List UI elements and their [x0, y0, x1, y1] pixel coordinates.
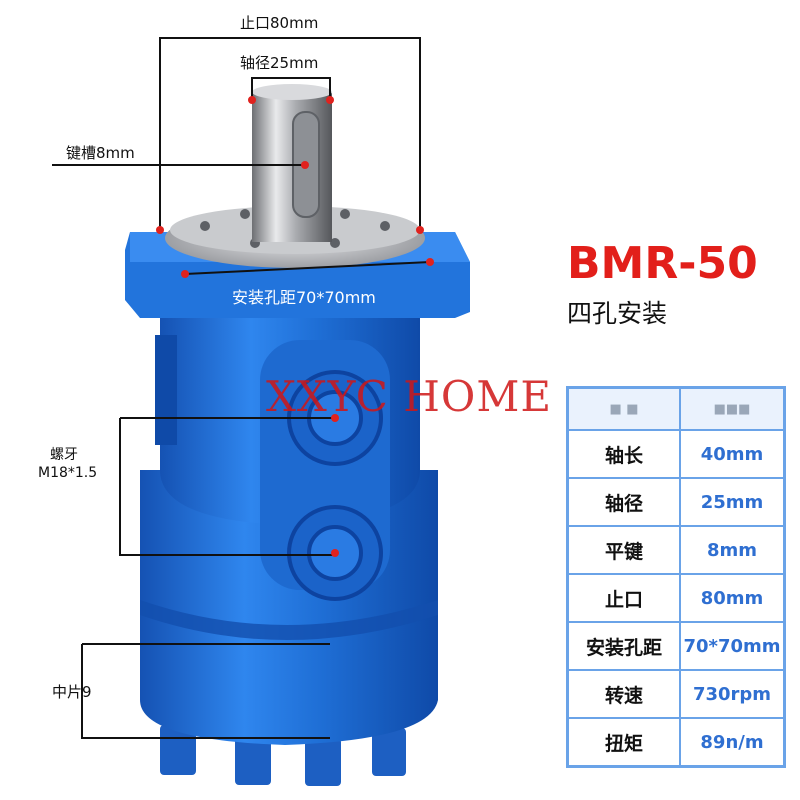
spec-key: 止口 [566, 573, 681, 623]
marker-dot [426, 258, 434, 266]
table-row: 止口 80mm [566, 573, 786, 623]
marker-dot [301, 161, 309, 169]
model-title: BMR-50 [567, 238, 758, 289]
table-row: 轴长 40mm [566, 429, 786, 479]
spec-key: 轴径 [566, 477, 681, 527]
spec-table: ■ ■ ■■■ 轴长 40mm 轴径 25mm 平键 8mm 止口 80mm 安… [566, 386, 786, 768]
spec-value: 70*70mm [679, 621, 786, 671]
dimension-lines [52, 37, 431, 739]
marker-dot [416, 226, 424, 234]
mount-holes-label: 安装孔距70*70mm [232, 288, 376, 307]
mounting-subtitle: 四孔安装 [567, 299, 668, 328]
marker-dot [331, 414, 339, 422]
thread-size-label: M18*1.5 [38, 465, 98, 481]
thread-label: 螺牙 [50, 447, 78, 463]
table-row: 扭矩 89n/m [566, 717, 786, 768]
spigot-label: 止口80mm [240, 14, 319, 32]
spec-value: 25mm [679, 477, 786, 527]
spec-value: 89n/m [679, 717, 786, 768]
spec-value: 8mm [679, 525, 786, 575]
spec-value: 730rpm [679, 669, 786, 719]
hydraulic-motor-image [52, 37, 470, 786]
middle-plate-label: 中片9 [52, 683, 92, 701]
spec-value: 40mm [679, 429, 786, 479]
spec-key: 平键 [566, 525, 681, 575]
table-row: 平键 8mm [566, 525, 786, 575]
spec-key: 安装孔距 [566, 621, 681, 671]
table-row: 安装孔距 70*70mm [566, 621, 786, 671]
table-header-row: ■ ■ ■■■ [566, 386, 786, 431]
shaft-diameter-label: 轴径25mm [240, 54, 319, 72]
table-row: 转速 730rpm [566, 669, 786, 719]
header-cell: ■■■ [679, 386, 786, 431]
header-cell: ■ ■ [566, 386, 681, 431]
watermark-text: XXYC HOME [266, 372, 552, 421]
marker-dot [248, 96, 256, 104]
marker-dot [326, 96, 334, 104]
marker-dot [156, 226, 164, 234]
bottom-bolts [160, 725, 406, 786]
spec-key: 轴长 [566, 429, 681, 479]
spec-key: 扭矩 [566, 717, 681, 768]
table-row: 轴径 25mm [566, 477, 786, 527]
marker-dot [181, 270, 189, 278]
spec-value: 80mm [679, 573, 786, 623]
keyway-label: 键槽8mm [66, 144, 135, 162]
marker-dot [331, 549, 339, 557]
spec-key: 转速 [566, 669, 681, 719]
